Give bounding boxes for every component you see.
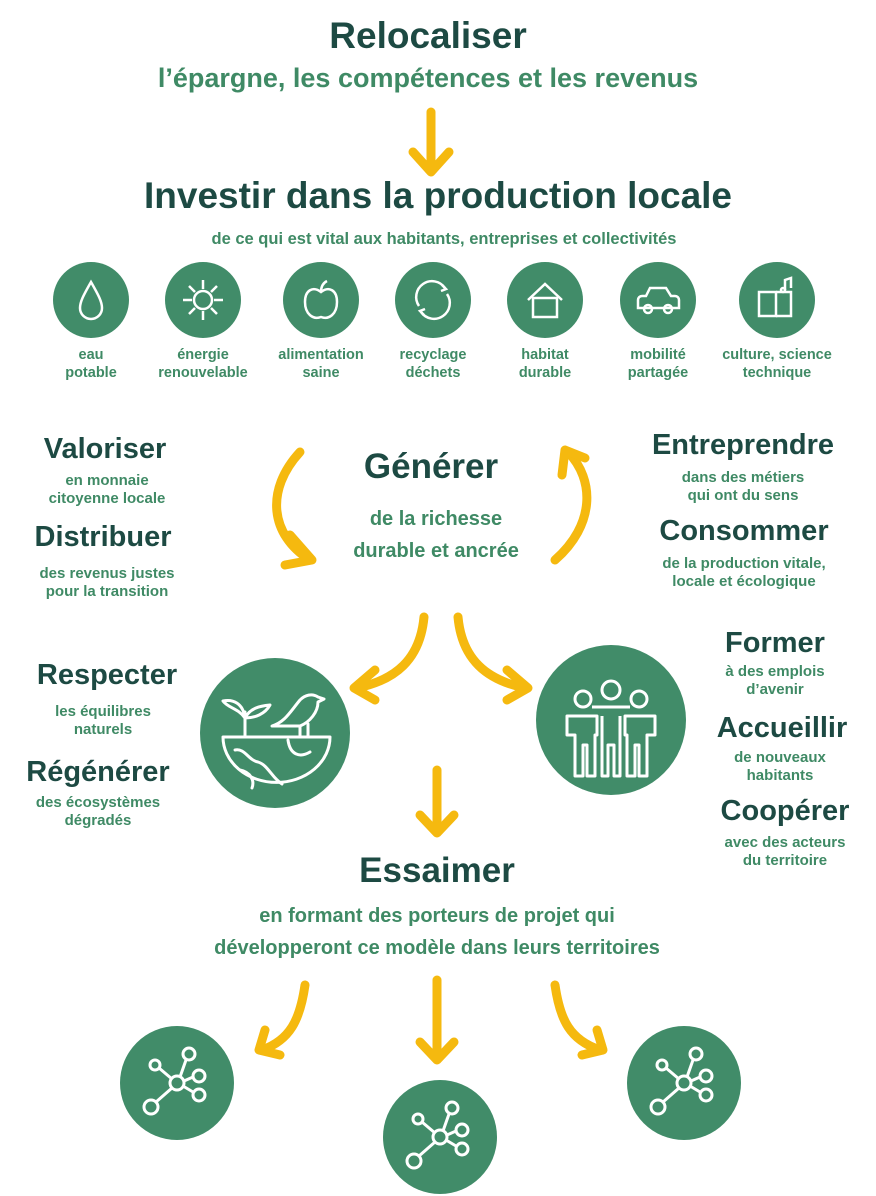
subtitle-investir: de ce qui est vital aux habitants, entre… [211, 230, 677, 248]
house-icon [507, 262, 583, 338]
title-investir: Investir dans la production locale [143, 175, 733, 216]
arrow-bottom-right [550, 980, 608, 1060]
book-music-icon [739, 262, 815, 338]
arrow-bottom-left [254, 980, 310, 1060]
network-icon-center [383, 1080, 497, 1194]
people-group-icon [536, 645, 686, 795]
network-icon-right [627, 1026, 741, 1140]
car-icon [620, 262, 696, 338]
arrow-down-2 [415, 765, 459, 838]
action-valoriser: Valoriser [43, 433, 167, 465]
apple-icon [283, 262, 359, 338]
action-cooperer: Coopérer [720, 795, 850, 827]
recycle-icon [395, 262, 471, 338]
action-distribuer: Distribuer [34, 521, 172, 553]
arrow-curve-right [550, 445, 592, 565]
action-regenerer: Régénérer [26, 756, 170, 788]
arrow-split-right [453, 612, 533, 705]
action-entreprendre: Entreprendre [651, 429, 835, 461]
earth-nature-icon [200, 658, 350, 808]
action-former: Former [725, 627, 825, 659]
title-relocaliser: Relocaliser [329, 15, 527, 56]
arrow-bottom-center [415, 975, 459, 1065]
subtitle-relocaliser: l’épargne, les compétences et les revenu… [157, 63, 699, 93]
action-accueillir: Accueillir [716, 712, 848, 744]
network-icon-left [120, 1026, 234, 1140]
arrow-split-left [349, 612, 429, 705]
title-generer: Générer [363, 447, 499, 486]
arrow-curve-left [272, 447, 317, 570]
sun-icon [165, 262, 241, 338]
title-essaimer: Essaimer [359, 851, 515, 890]
water-drop-icon [53, 262, 129, 338]
action-consommer-text: de la production vitale,locale et écolog… [662, 555, 826, 590]
arrow-down-1 [408, 107, 454, 177]
action-respecter: Respecter [36, 659, 178, 691]
action-consommer: Consommer [659, 515, 829, 547]
